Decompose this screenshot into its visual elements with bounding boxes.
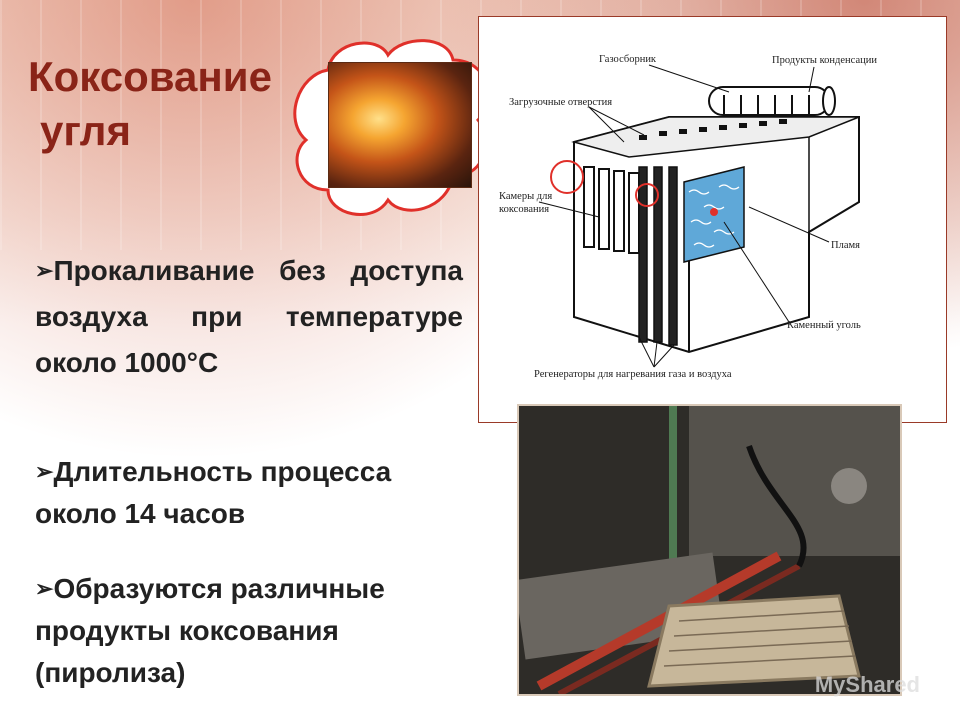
bullet-1: ➢Прокаливание без доступа воздуха при те…: [35, 248, 463, 386]
coke-oven-drawing: Газосборник Продукты конденсации Загрузо…: [499, 54, 877, 380]
coke-plant-photo: [517, 404, 902, 696]
label-coal: Каменный уголь: [787, 320, 861, 331]
bullet-arrow-icon: ➢: [35, 576, 54, 601]
label-flame: Пламя: [831, 240, 860, 251]
bullet-arrow-icon: ➢: [35, 459, 54, 484]
bullet-3: ➢Образуются различные продукты коксовани…: [35, 568, 463, 694]
label-regenerators: Регенераторы для нагревания газа и возду…: [534, 369, 732, 380]
bullet-list: ➢Прокаливание без доступа воздуха при те…: [35, 248, 463, 688]
label-chambers-1: Камеры для: [499, 191, 552, 202]
coke-fire-image: [328, 62, 472, 188]
bullet-3-text: Образуются различные продукты коксования…: [35, 573, 385, 688]
label-gas-collector: Газосборник: [599, 54, 657, 65]
label-chambers-2: коксования: [499, 204, 549, 215]
title-line-1: Коксование: [28, 53, 272, 100]
bullet-1-text: Прокаливание без доступа воздуха при тем…: [35, 255, 463, 378]
bullet-2: ➢Длительность процесса около 14 часов: [35, 451, 463, 535]
label-loading-holes: Загрузочные отверстия: [509, 97, 612, 108]
watermark: MyShared: [814, 672, 920, 697]
coke-oven-diagram: Газосборник Продукты конденсации Загрузо…: [478, 16, 947, 423]
slide-title: Коксование угля: [28, 50, 272, 158]
title-line-2: угля: [40, 107, 131, 154]
label-condensation: Продукты конденсации: [772, 55, 877, 66]
bullet-arrow-icon: ➢: [35, 258, 54, 283]
coke-plant-scene: [519, 406, 900, 694]
bullet-2-text: Длительность процесса около 14 часов: [35, 456, 392, 529]
